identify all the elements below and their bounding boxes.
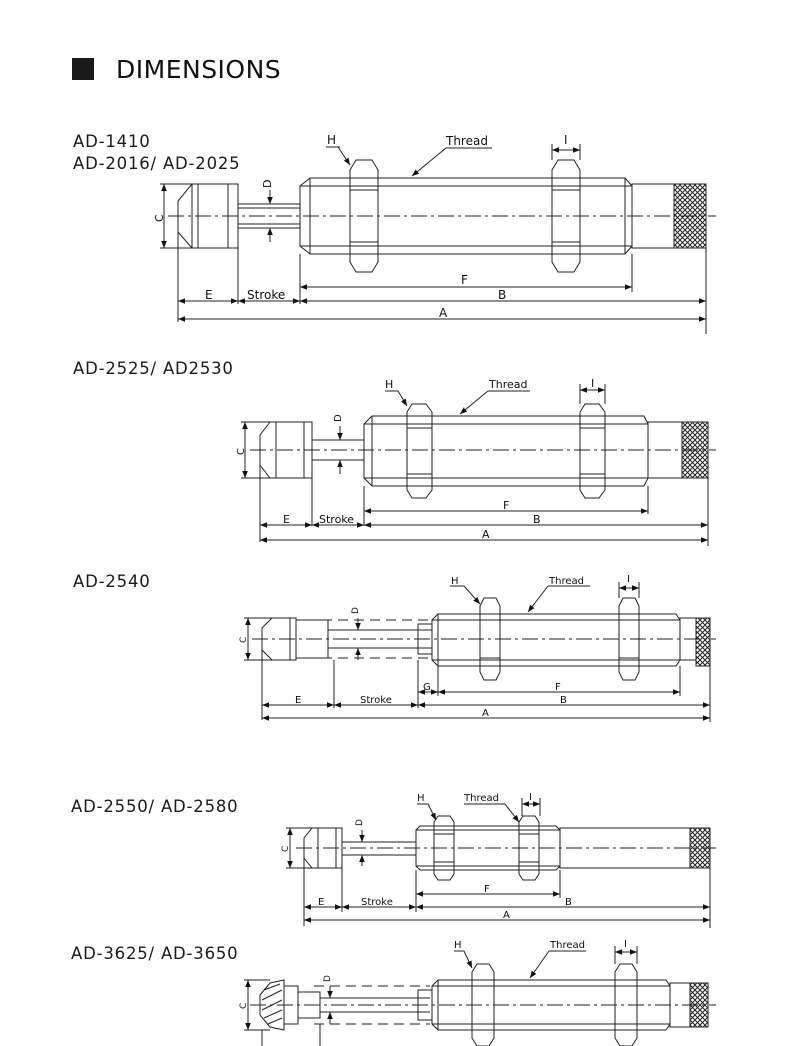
hex-nut-right [551,159,581,273]
label-thread: Thread [548,576,584,587]
model-label-ad-1410: AD-1410 [73,132,151,151]
model-label-ad-3625-ad-3650: AD-3625/ AD-3650 [71,944,239,963]
hex-nut-right [518,815,540,881]
label-i: I [564,133,568,147]
hex-nut-right [614,963,638,1046]
label-a: A [503,910,510,921]
section-header: DIMENSIONS [72,52,281,86]
label-f: F [461,273,468,287]
label-a: A [482,708,489,719]
label-thread: Thread [445,134,488,148]
label-h: H [385,378,393,391]
label-i: I [624,939,627,950]
hex-nut-right [618,597,640,681]
drawing-ad-2550 [286,798,716,928]
drawing-ad-2525 [241,384,716,546]
label-b: B [498,288,506,302]
label-c: C [239,1003,249,1009]
label-d: D [333,414,344,422]
label-stroke: Stroke [360,695,392,706]
label-h: H [417,793,425,804]
label-thread: Thread [463,793,499,804]
hex-nut-left [471,963,495,1046]
label-thread: Thread [488,378,527,391]
hex-nut-left [479,597,501,681]
label-b: B [565,897,572,908]
label-h: H [454,940,462,951]
model-label-ad-2016-ad-2025: AD-2016/ AD-2025 [73,154,241,173]
label-e: E [318,897,324,908]
label-e: E [283,513,290,526]
label-h: H [451,576,459,587]
body-part [299,177,675,255]
piston-rod [314,985,433,1025]
model-label-ad-2540: AD-2540 [73,572,151,591]
label-c: C [239,637,249,643]
label-stroke: Stroke [247,288,285,302]
label-e: E [205,288,213,302]
label-f: F [503,499,509,512]
label-c: C [281,846,291,852]
section-square-icon [72,58,94,80]
label-a: A [482,528,490,541]
label-i: I [529,792,532,803]
hex-nut-right [579,403,606,499]
label-i: I [627,574,630,585]
drawing-ad-3625 [244,946,716,1046]
body-part [431,613,697,667]
label-c: C [236,448,247,455]
label-f: F [555,682,561,693]
label-f: F [484,884,490,895]
model-label-ad-2550-ad-2580: AD-2550/ AD-2580 [71,797,239,816]
label-d: D [351,607,361,614]
drawing-ad-1410-labels: H Thread I D C F E Stroke B A [153,133,568,320]
label-stroke: Stroke [361,897,393,908]
drawing-ad-2550-labels: H Thread I D C F E Stroke B A [281,792,572,921]
label-i: I [591,377,594,390]
label-b: B [533,513,541,526]
label-d: D [261,180,274,188]
label-thread: Thread [549,940,585,951]
drawing-ad-2540 [244,582,716,722]
label-d: D [323,975,333,982]
label-c: C [153,214,166,222]
label-g: G [423,682,431,693]
label-a: A [439,306,448,320]
model-label-ad-2525-ad2530: AD-2525/ AD2530 [73,359,234,378]
drawing-ad-3625-labels: H Thread I D C [239,939,627,1009]
knurled-end [695,617,711,667]
label-stroke: Stroke [319,513,354,526]
drawing-ad-2525-labels: H Thread I D C F E Stroke B A [236,377,594,541]
label-b: B [560,695,567,706]
body-part [363,415,683,487]
hex-nut-left [406,403,433,499]
label-d: D [355,819,365,826]
hex-nut-left [349,159,379,273]
hex-nut-left [433,815,455,881]
drawing-ad-2540-labels: H Thread I D C G F E Stroke B A [239,574,630,719]
label-h: H [327,133,336,147]
section-title: DIMENSIONS [116,54,282,84]
drawing-ad-1410 [160,144,716,334]
label-e: E [295,695,301,706]
